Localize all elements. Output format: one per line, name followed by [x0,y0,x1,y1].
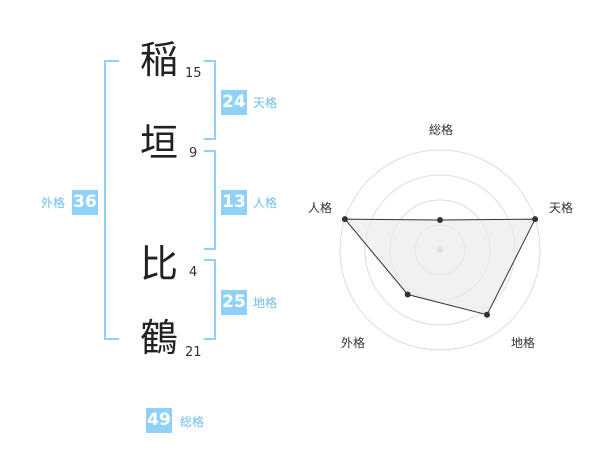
radar-ring [339,149,541,351]
radar-points [341,216,539,318]
radar-label-chikaku: 地格 [511,336,536,350]
tenkaku-value: 24 [221,90,247,115]
radar-point [484,311,491,318]
radar-label-jinkaku: 人格 [308,201,333,215]
name-char-4: 鶴 [140,316,179,360]
gaikaku-value: 36 [72,190,98,215]
soukaku-value: 49 [146,408,172,433]
stroke-count-2: 9 [189,146,198,161]
radar-point [437,217,443,223]
tenkaku-bracket [204,60,216,140]
radar-area [343,218,536,316]
stroke-count-1: 15 [185,66,202,81]
chikaku-label: 地格 [253,296,278,310]
radar-label-gaikaku: 外格 [341,336,366,350]
soukaku-label: 総格 [180,415,205,429]
chikaku-value: 25 [221,290,247,315]
stroke-count-4: 21 [185,345,202,360]
radar-point [341,216,348,223]
gaikaku-label: 外格 [41,196,66,210]
jinkaku-value: 13 [221,190,247,215]
radar-point [404,291,411,298]
radar-point [532,216,539,223]
jinkaku-label: 人格 [253,196,278,210]
radar-label-tenkaku: 天格 [549,201,574,215]
radar-label-soukaku: 総格 [429,123,454,137]
jinkaku-bracket [204,150,216,250]
stroke-count-3: 4 [189,265,198,280]
name-char-2: 垣 [140,121,179,165]
name-char-3: 比 [140,242,179,286]
tenkaku-label: 天格 [253,96,278,110]
gaikaku-bracket [104,60,119,340]
name-char-1: 稲 [140,38,179,82]
chikaku-bracket [204,259,216,340]
